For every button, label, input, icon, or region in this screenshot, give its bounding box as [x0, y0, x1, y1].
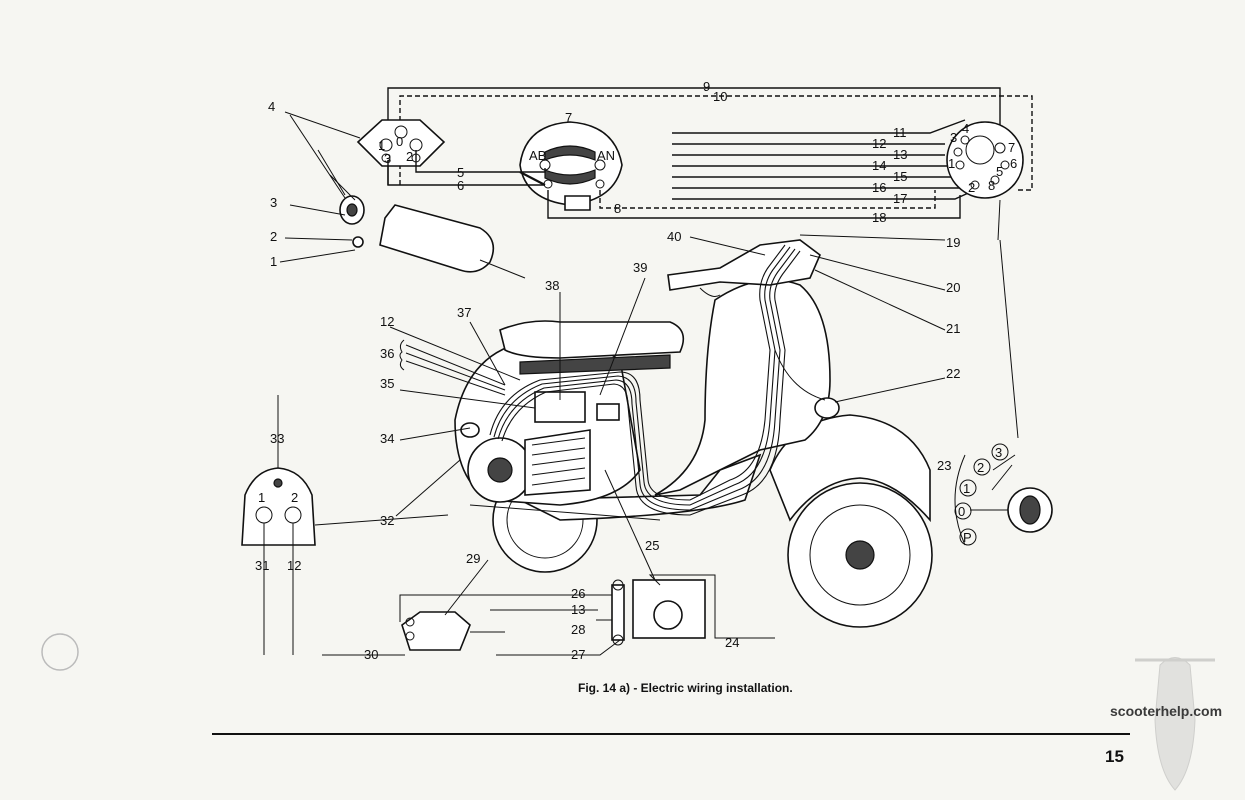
label-29: 29: [466, 551, 480, 566]
label-12-top: 12: [872, 136, 886, 151]
ignition-switch-detail: 3 2 1 0 P: [954, 239, 1053, 546]
hb-mark-4: 4: [962, 121, 969, 136]
label-11: 11: [893, 125, 907, 140]
label-40: 40: [667, 229, 681, 244]
label-32: 32: [380, 513, 394, 528]
label-37: 37: [457, 305, 471, 320]
hb-mark-6: 6: [1010, 156, 1017, 171]
wires-9-10: [387, 87, 1033, 191]
leader-lines: [279, 199, 1001, 517]
headlamp-assembly: [317, 149, 526, 279]
label-23: 23: [937, 458, 951, 473]
label-34: 34: [380, 431, 394, 446]
hb-mark-8: 8: [988, 178, 995, 193]
label-33: 33: [270, 431, 284, 446]
junction-mark-1: 1: [378, 138, 385, 153]
punch-hole: [41, 633, 79, 671]
label-14: 14: [872, 158, 886, 173]
label-6: 6: [457, 178, 464, 193]
part-labels: 9 10 4 7 5 6 8 11 12 13 14 15 16 17 18 3…: [255, 79, 960, 662]
magneto-detail: 1 2: [241, 395, 449, 655]
handlebar-switch-detail: 3 4 1 7 6 5 2 8: [946, 121, 1024, 199]
light-switch-7: AB AN: [519, 121, 623, 211]
hb-mark-1: 1: [948, 156, 955, 171]
page-number: 15: [1105, 747, 1124, 766]
wiring-loom: [489, 244, 826, 516]
ignition-pos-2: 2: [977, 460, 984, 475]
label-15: 15: [893, 169, 907, 184]
label-12-magneto: 12: [287, 558, 301, 573]
junction-box-4: 0 3 2 1: [356, 119, 446, 167]
label-25: 25: [645, 538, 659, 553]
label-10: 10: [713, 89, 727, 104]
figure-caption: Fig. 14 a) - Electric wiring installatio…: [578, 681, 793, 695]
label-13-bottom: 13: [571, 602, 585, 617]
label-3: 3: [270, 195, 277, 210]
label-24: 24: [725, 635, 739, 650]
label-20: 20: [946, 280, 960, 295]
label-36: 36: [380, 346, 394, 361]
brace-36: [399, 339, 405, 371]
junction-mark-2: 2: [406, 149, 413, 164]
ignition-pos-p: P: [963, 530, 972, 545]
hb-mark-2: 2: [968, 180, 975, 195]
label-27: 27: [571, 647, 585, 662]
ignition-pos-3: 3: [995, 445, 1002, 460]
label-30: 30: [364, 647, 378, 662]
hb-mark-7: 7: [1008, 140, 1015, 155]
wires-11-17: [672, 119, 976, 200]
label-9: 9: [703, 79, 710, 94]
label-35: 35: [380, 376, 394, 391]
label-7: 7: [565, 110, 572, 125]
magneto-mark-1: 1: [258, 490, 265, 505]
scooter-body: [454, 239, 933, 628]
label-26: 26: [571, 586, 585, 601]
junction-mark-0: 0: [396, 134, 403, 149]
switch-mark-an: AN: [597, 148, 615, 163]
label-19: 19: [946, 235, 960, 250]
label-4: 4: [268, 99, 275, 114]
label-5: 5: [457, 165, 464, 180]
magneto-mark-2: 2: [291, 490, 298, 505]
hb-mark-5: 5: [996, 164, 1003, 179]
label-39: 39: [633, 260, 647, 275]
hb-mark-3: 3: [950, 130, 957, 145]
ignition-pos-1: 1: [963, 481, 970, 496]
label-2: 2: [270, 229, 277, 244]
label-12-left: 12: [380, 314, 394, 329]
wires-5-6: [387, 150, 546, 186]
switch-mark-ab: AB: [529, 148, 546, 163]
label-16: 16: [872, 180, 886, 195]
ignition-pos-0: 0: [958, 504, 965, 519]
label-21: 21: [946, 321, 960, 336]
label-4-leaders: [284, 111, 361, 199]
label-13-top: 13: [893, 147, 907, 162]
label-17: 17: [893, 191, 907, 206]
label-22: 22: [946, 366, 960, 381]
stop-switch-detail: [322, 469, 775, 656]
label-38: 38: [545, 278, 559, 293]
watermark-text: scooterhelp.com: [1110, 703, 1222, 719]
label-1: 1: [270, 254, 277, 269]
label-18: 18: [872, 210, 886, 225]
label-31: 31: [255, 558, 269, 573]
junction-mark-3: 3: [384, 151, 391, 166]
label-28: 28: [571, 622, 585, 637]
scooterhelp-logo: [1135, 657, 1215, 791]
label-8: 8: [614, 201, 621, 216]
